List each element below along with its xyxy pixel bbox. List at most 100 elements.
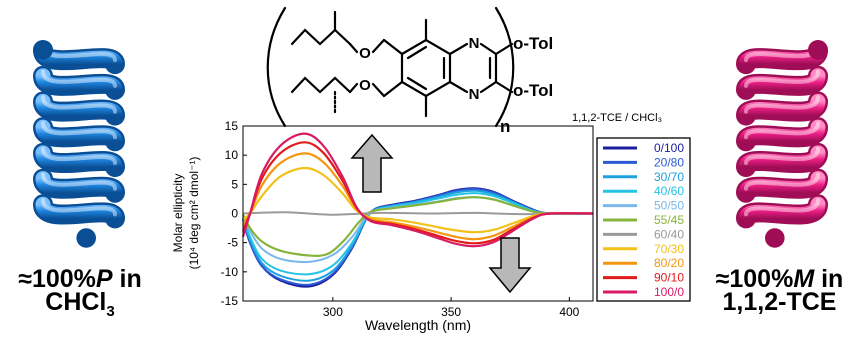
series-line-90-10 [241,141,594,245]
y-axis-label-line2: (10⁴ deg cm² dmol⁻¹) [187,157,201,270]
legend-label: 30/70 [654,170,684,184]
helix-end-cap [33,40,53,60]
legend-label: 55/45 [654,213,684,227]
right-caption-line1: ≈100%M in [715,265,844,293]
x-axis-ticks: 300 350 400 [323,297,580,319]
legend: 1,1,2-TCE / CHCl₃ 0/10020/8030/7040/6050… [572,112,691,302]
helix-end-cap [76,228,96,248]
helix-turn [35,145,123,175]
legend-label: 60/40 [654,227,684,241]
helix-end-cap [765,228,785,248]
atom-o-upper: O [359,45,371,62]
benzene-ring [400,38,452,98]
legend-label: 90/10 [654,271,684,285]
y-tick-label: 10 [225,148,239,162]
m-helix-illustration [736,40,828,248]
benzene-double-1 [406,45,428,60]
atom-n-upper: N [469,35,480,52]
helix-highlight [41,146,117,165]
helix-highlight [41,121,117,140]
helix-turn [738,171,826,201]
left-caption-line2: CHCl3 [45,288,115,321]
helix-turn [35,68,123,98]
helix-turn [738,196,826,226]
polymer-structure [266,6,515,128]
helix-turn [738,119,826,149]
pyrazine-bond-5 [448,80,469,94]
legend-label: 0/100 [654,141,684,155]
upper-alkyl-chain [290,28,352,46]
helix-highlight [41,172,117,191]
lower-alkyl-chain [290,76,352,94]
substituent-top: o-Tol [513,34,553,53]
helix-highlight [41,69,117,88]
p-helix-illustration [33,40,125,248]
down-arrow [488,237,532,294]
upper-o-bond-right [371,38,386,54]
x-tick-label: 350 [441,305,461,319]
series-line-40-60 [242,192,594,276]
legend-label: 80/20 [654,256,684,270]
x-axis-label: Wavelength (nm) [365,317,471,333]
helix-turn [35,196,123,226]
cd-spectrum-chart: -15 -10 -5 0 5 10 15 300 350 400 Wavelength (nm)… [171,119,594,333]
upper-o-bond-left [348,42,359,54]
x-tick-label: 400 [559,305,579,319]
upper-ch2 [382,38,404,56]
pyrazine-bond-1 [448,42,469,56]
legend-label: 70/30 [654,242,684,256]
up-arrow [350,133,394,193]
series-line-60-40 [242,211,594,216]
helix-highlight [744,95,820,114]
y-tick-label: -5 [227,236,238,250]
y-tick-label: 0 [231,207,238,221]
helix-highlight [41,198,117,217]
atom-o-lower: O [359,77,371,94]
lower-o-bond-left [348,82,359,94]
helix-end-cap [808,40,828,60]
tol-bond-bottom [494,80,514,94]
helix-highlight [744,172,820,191]
legend-label: 20/80 [654,155,684,169]
helix-turn [35,171,123,201]
benzene-double-3 [406,76,428,91]
helix-highlight [744,121,820,140]
helix-turn [35,93,123,124]
y-tick-label: 15 [225,119,239,133]
series-lines [241,132,594,288]
substituent-bottom: o-Tol [513,81,553,100]
pyrazine-bond-4 [479,80,498,94]
helix-turn [738,145,826,175]
legend-label: 40/60 [654,184,684,198]
y-tick-label: -10 [221,265,239,279]
y-axis-label-line1: Molar ellipticity [171,174,185,253]
legend-title: 1,1,2-TCE / CHCl₃ [572,112,662,124]
pyrazine-bond-2 [479,42,498,56]
series-line-55-45 [242,196,594,257]
legend-label: 50/50 [654,199,684,213]
helix-highlight [744,198,820,217]
y-axis-ticks: -15 -10 -5 0 5 10 15 [221,119,247,308]
right-caption: ≈100%M in 1,1,2-TCE [700,265,859,316]
series-line-100-0 [241,132,594,248]
x-tick-label: 300 [323,305,343,319]
right-caption-line2: 1,1,2-TCE [722,288,837,316]
helix-highlight [744,146,820,165]
y-tick-label: -15 [221,294,239,308]
left-parenthesis [266,6,287,128]
atom-n-lower: N [469,86,480,103]
y-tick-label: 5 [231,177,238,191]
helix-turn [738,93,826,124]
helix-highlight [41,95,117,114]
left-caption: ≈100%P in CHCl3 [0,265,160,323]
left-caption-line1: ≈100%P in [18,265,142,293]
tol-bond-top [494,42,514,56]
series-line-80-20 [242,152,594,241]
helix-turn [35,119,123,149]
right-parenthesis [494,6,515,128]
series-line-70-30 [242,166,594,234]
helix-highlight [744,69,820,88]
lower-o-bond-right [371,82,386,98]
